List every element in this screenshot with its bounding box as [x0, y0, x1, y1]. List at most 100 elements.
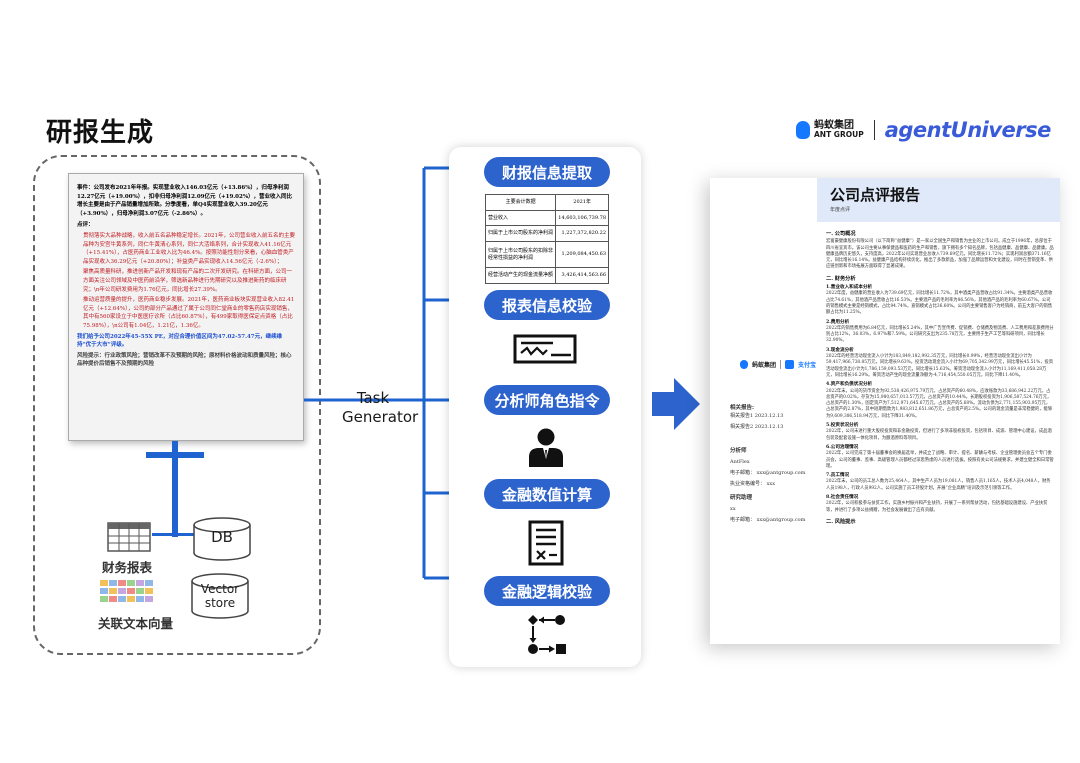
section-text: 2022年，公司积极参与扶贫工作，实施乡村振兴和产业扶持，开展了一系列帮扶活动，…	[826, 501, 1048, 513]
section-heading: 5.投资状况分析	[826, 423, 859, 429]
analyst-person-icon	[529, 428, 563, 467]
table-row: 营业收入 14,603,106,739.78	[484, 209, 609, 227]
section-heading: 4.资产和负债状况分析	[826, 382, 873, 388]
logo-group: 蚂蚁集团 ANT GROUP agentUniverse	[796, 118, 1051, 142]
related-report-2: 相关报告2 2023.12.13	[730, 424, 784, 430]
section-heading: 3.现金流分析	[826, 347, 854, 353]
analyst-name: AntFlex	[730, 459, 750, 465]
task-generator-label: Task Generator	[342, 389, 419, 427]
ant-logo-icon	[796, 121, 810, 139]
table-header-cell: 2021年	[555, 194, 609, 211]
table-cell: 归属于上市公司股东的扣除非经常性损益的净利润	[484, 240, 557, 269]
doc-bullet-1: 贯彻落实大品种战略，收入前五名品种稳定增长。2021年，公司营业收入前五名的主要…	[83, 232, 295, 265]
task-financial-logic-validation[interactable]: 金融逻辑校验	[484, 576, 610, 606]
doc-forecast: 我们给予公司2022年45-55X PE，对应合理价值区间为47.02-57.4…	[77, 333, 283, 349]
related-vectors-label: 关联文本向量	[98, 616, 174, 631]
doc-connector-crossbar	[146, 452, 204, 458]
assistant-email: 电子邮箱： xxx@antgroup.com	[730, 517, 806, 523]
section-heading: 二. 财务分析	[826, 275, 856, 282]
section-text: 2022年，公司未进行重大股权投资和非金融投资，但进行了多项非股权投资，包括项目…	[826, 429, 1052, 441]
report-header-band	[817, 178, 1060, 222]
task-generator-line-1: Task	[356, 389, 390, 407]
assistant-title: 研究助理	[730, 495, 753, 501]
vector-store-label: Vector store	[188, 582, 252, 610]
table-row: 归属于上市公司股东的扣除非经常性损益的净利润 1,209,084,450.63	[484, 240, 609, 269]
report-brand-alipay: 支付宝	[798, 362, 817, 369]
logic-flow-icon	[528, 615, 566, 654]
source-research-doc: 事件：公司发布2021年年报。实现营业收入146.03亿元（+13.86%），归…	[68, 173, 304, 441]
table-icon	[107, 522, 151, 552]
table-cell: 3,426,414,563.66	[555, 267, 609, 284]
section-text: 2022年末，公司的员工总人数为25,464人，其中生产人员为19,081人，销…	[826, 479, 1051, 491]
section-text: 2022年度，益健康的营业收入为739.69亿元，同比增长11.72%，其中酒类…	[826, 291, 1053, 316]
table-cell: 14,603,106,739.78	[555, 209, 609, 227]
section-text: 宏富豪健康股份有限公司（以下简称“益健康”）是一家以全国生产和销售为主业的上市公…	[826, 239, 1054, 270]
table-cell: 营业收入	[484, 209, 557, 227]
ant-logo-en: ANT GROUP	[814, 130, 864, 139]
assistant-name: xx	[730, 506, 736, 512]
section-heading: 二. 风险提示	[826, 518, 856, 525]
report-brand: 蚂蚁集团 支付宝	[740, 360, 816, 369]
ant-logo-cn: 蚂蚁集团	[814, 120, 854, 131]
vector-store-line-2: store	[204, 596, 236, 610]
db-label: DB	[211, 528, 233, 546]
agentuniverse-logo: agentUniverse	[884, 118, 1052, 142]
table-cell: 经营活动产生的现金流量净额	[484, 267, 557, 284]
task-financial-calculation[interactable]: 金融数值计算	[484, 479, 610, 509]
vector-strip-icon	[100, 580, 153, 602]
alipay-logo-icon	[785, 360, 795, 369]
report-side-info: 相关报告: 相关报告1 2023.12.13 相关报告2 2023.12.13 …	[730, 404, 814, 524]
table-cell: 归属于上市公司股东的净利润	[484, 225, 557, 242]
related-report-1: 相关报告1 2023.12.13	[730, 413, 784, 419]
table-cell: 1,227,372,820.22	[555, 225, 609, 242]
table-cell: 1,209,084,450.63	[555, 240, 609, 269]
task-generator-line-2: Generator	[342, 408, 419, 426]
report-sidebar	[722, 178, 816, 644]
vector-store-line-1: Vector	[200, 582, 240, 596]
section-heading: 2.费用分析	[826, 319, 850, 325]
financial-data-table: 主要会计数据 2021年 营业收入 14,603,106,739.78 归属于上…	[484, 194, 609, 284]
table-header-cell: 主要会计数据	[484, 194, 557, 211]
logo-divider	[873, 120, 875, 140]
ant-mini-logo-icon	[740, 360, 748, 369]
task-analyst-role-instruction[interactable]: 分析师角色指令	[484, 385, 610, 415]
doc-to-db-connector	[172, 441, 178, 537]
database-icon	[193, 517, 251, 561]
task-financial-extraction[interactable]: 财报信息提取	[484, 157, 610, 187]
vector-store-icon	[191, 573, 249, 619]
report-subtitle: 年度点评	[830, 207, 851, 213]
table-row: 经营活动产生的现金流量净额 3,426,414,563.66	[484, 267, 609, 284]
doc-bullet-2: 聚焦高质量科研，推进创新产品开发和现有产品的二次开发研究。在科研方面，公司一方面…	[83, 269, 293, 293]
section-text: 2022年，公司完成了第十届董事会的换届选举，并成立了战略、审计、提名、薪酬与考…	[826, 451, 1054, 469]
section-text: 2022年的销售费用为6.84亿元，同比增长5.24%，其中广告宣传费、促销费、…	[826, 325, 1054, 344]
brand-divider	[780, 360, 782, 369]
section-heading: 8.社会责任情况	[826, 494, 859, 500]
related-reports-title: 相关报告:	[730, 405, 755, 411]
db-connector	[152, 533, 194, 536]
analyst-title: 分析师	[730, 448, 747, 454]
arrow-right-icon	[652, 378, 700, 430]
page-title: 研报生成	[46, 118, 155, 148]
doc-risk: 风险提示：行业政策风险；营销改革不及预期的风险；原材料价格波动和质量风险；核心品…	[77, 352, 292, 368]
table-row: 主要会计数据 2021年	[484, 194, 609, 211]
section-heading: 7.员工情况	[826, 473, 850, 479]
analyst-license: 执业资格编号： xxx	[730, 481, 776, 487]
task-report-validation[interactable]: 报表信息校验	[484, 290, 610, 320]
cheque-icon	[513, 334, 577, 364]
financial-report-label: 财务报表	[102, 560, 153, 575]
doc-bullet-3: 推动运营质量的提升，医药商业稳步发展。2021年，医药商业板块实现营业收入82.…	[83, 297, 295, 329]
doc-comment-title: 点评：	[77, 222, 94, 229]
report-body: 一. 公司概况 宏富豪健康股份有限公司（以下简称“益健康”）是一家以全国生产和销…	[826, 226, 1054, 640]
report-brand-ant: 蚂蚁集团	[752, 362, 777, 369]
section-heading: 1.营业收入和成本分析	[826, 285, 873, 291]
doc-event: 事件：公司发布2021年年报。实现营业收入146.03亿元（+13.86%），归…	[77, 185, 293, 217]
input-sources-region	[33, 155, 321, 655]
table-row: 归属于上市公司股东的净利润 1,227,372,820.22	[484, 225, 609, 242]
section-text: 2022年的经营活动现金流入小计为183,849,182,992.35万元，同比…	[826, 354, 1054, 378]
section-heading: 一. 公司概况	[826, 231, 856, 237]
analyst-email: 电子邮箱： xxx@antgroup.com	[730, 470, 806, 476]
ant-group-logo: 蚂蚁集团 ANT GROUP	[796, 121, 864, 139]
calculator-sheet-icon	[528, 520, 564, 566]
section-heading: 6.公司治理情况	[826, 444, 859, 450]
report-title: 公司点评报告	[830, 186, 921, 204]
